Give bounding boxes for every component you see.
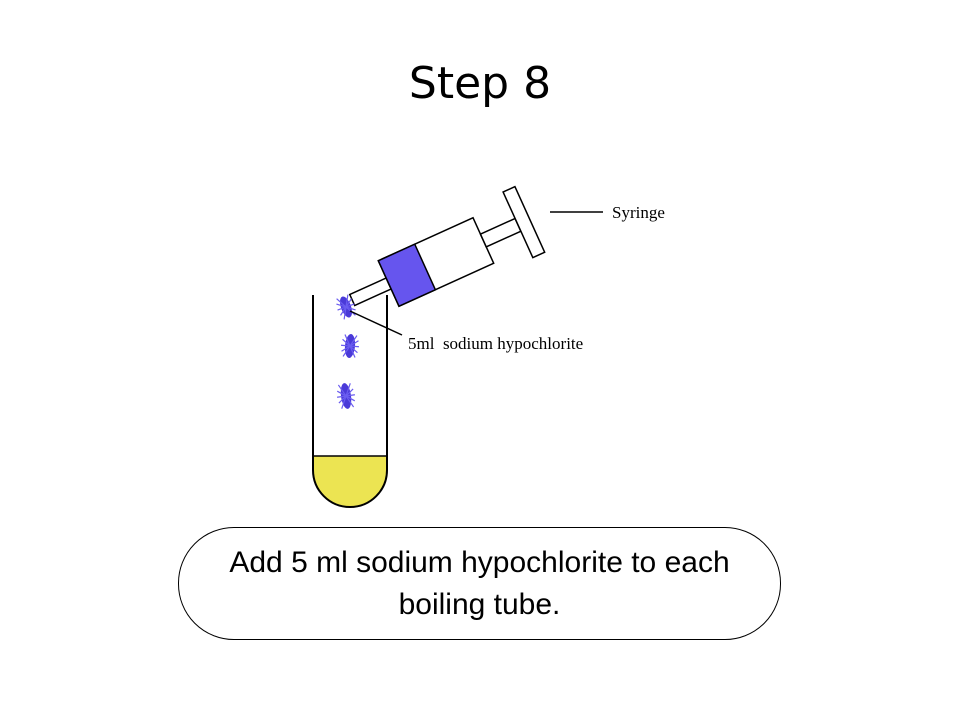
caption-text: Add 5 ml sodium hypochlorite to each boi… (229, 545, 730, 621)
slide-title: Step 8 (408, 58, 552, 109)
solution-label: 5ml sodium hypochlorite (408, 334, 583, 353)
boiling-tube (312, 295, 388, 508)
droplet (340, 334, 360, 358)
solution-leader-line (349, 310, 403, 336)
syringe-label: Syringe (612, 203, 665, 222)
caption-box: Add 5 ml sodium hypochlorite to each boi… (178, 527, 781, 640)
syringe-needle (348, 277, 393, 307)
tube-liquid (313, 456, 387, 507)
droplet (336, 383, 356, 409)
syringe (348, 185, 546, 308)
syringe-plunger-rod (479, 217, 522, 248)
droplet (336, 294, 356, 320)
tube-outline (312, 295, 388, 508)
syringe-plunger-handle (502, 185, 546, 259)
droplets (336, 294, 360, 409)
syringe-liquid (377, 243, 437, 308)
